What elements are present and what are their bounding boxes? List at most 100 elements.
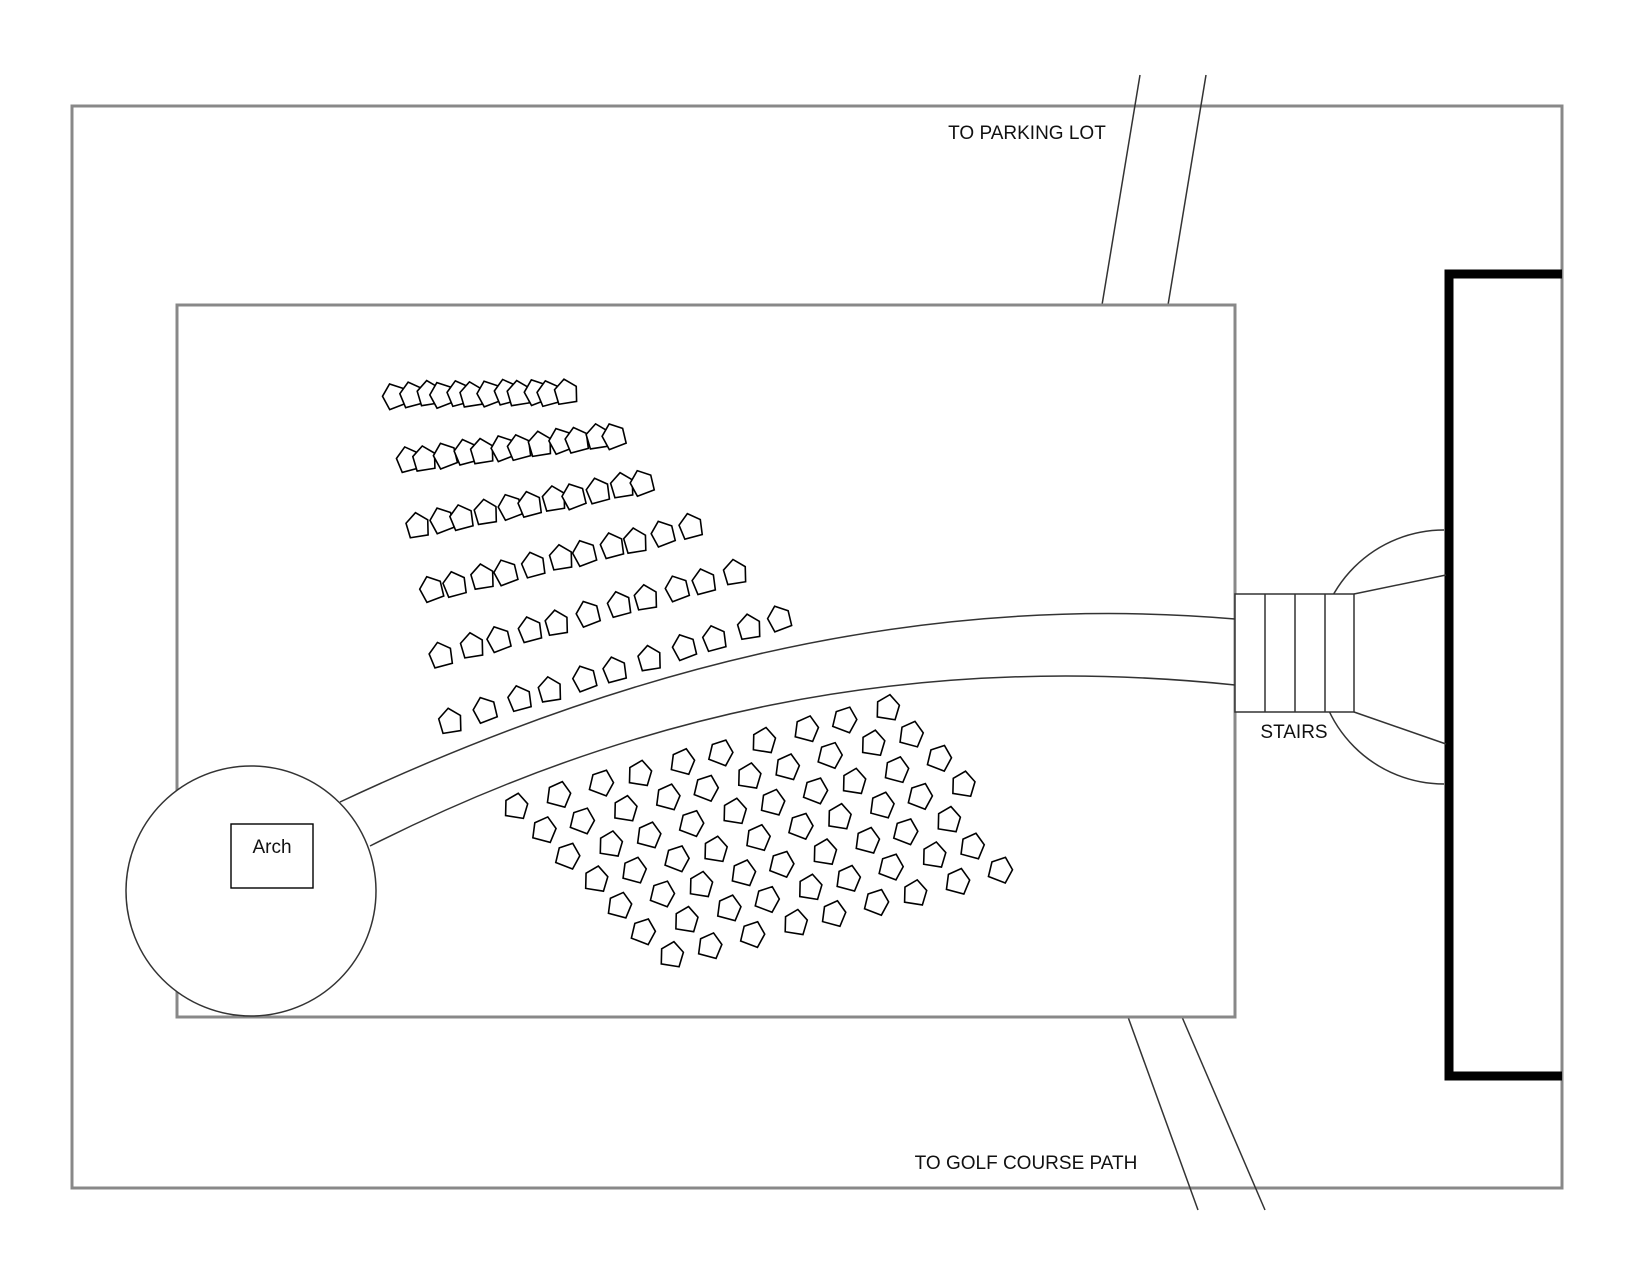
chair-icon xyxy=(606,590,632,619)
chair-icon xyxy=(622,856,648,884)
chair-icon xyxy=(553,378,578,406)
chair-icon xyxy=(878,853,905,881)
arch-circle xyxy=(125,765,377,1017)
aisle-lower-edge xyxy=(369,675,1236,847)
parking-path-left-edge xyxy=(1101,74,1141,306)
chair-icon xyxy=(678,512,704,541)
chair-icon xyxy=(655,783,681,811)
property-boundary xyxy=(70,104,1564,1190)
chair-icon xyxy=(442,570,468,599)
chair-icon xyxy=(788,812,814,841)
chair-icon xyxy=(571,665,598,693)
chair-icon xyxy=(960,832,986,860)
chair-icon xyxy=(561,483,587,511)
chair-icon xyxy=(731,859,757,887)
chair-icon xyxy=(448,503,474,532)
chair-icon xyxy=(571,539,598,568)
chair-icon xyxy=(691,568,717,596)
chair-icon xyxy=(670,747,696,776)
chair-icon xyxy=(486,625,512,654)
chair-icon xyxy=(802,777,829,805)
chair-icon xyxy=(628,759,653,787)
chair-icon xyxy=(629,469,656,498)
chair-icon xyxy=(746,823,772,852)
chair-icon xyxy=(411,444,436,472)
parking-path-right-edge xyxy=(1167,74,1207,306)
chair-icon xyxy=(754,885,781,914)
chair-icon xyxy=(884,755,910,784)
golf-path-left-edge xyxy=(1127,1016,1199,1211)
chair-icon xyxy=(736,613,761,641)
chair-icon xyxy=(855,826,881,855)
chair-icon xyxy=(775,753,801,781)
chair-icon xyxy=(842,767,867,795)
chair-icon xyxy=(937,805,962,833)
chair-icon xyxy=(813,838,838,866)
chair-icon xyxy=(863,888,890,917)
chair-icon xyxy=(701,624,727,653)
chair-icon xyxy=(836,864,862,893)
chair-icon xyxy=(622,527,647,555)
chair-icon xyxy=(737,761,762,789)
chair-icon xyxy=(459,631,484,659)
chair-icon xyxy=(678,809,705,838)
chair-icon xyxy=(569,807,596,835)
chair-icon xyxy=(907,782,934,811)
chair-icon xyxy=(892,817,919,846)
chair-icon xyxy=(821,899,847,928)
building-wall xyxy=(1444,269,1562,1081)
chair-icon xyxy=(630,917,657,946)
golf-path-right-edge xyxy=(1181,1016,1266,1211)
chair-icon xyxy=(784,908,809,936)
chair-icon xyxy=(650,520,677,548)
chair-icon xyxy=(546,780,572,809)
chair-icon xyxy=(469,437,494,465)
chair-icon xyxy=(707,739,734,767)
patio-wedge-top xyxy=(1353,574,1447,595)
chair-icon xyxy=(520,551,546,579)
chair-icon xyxy=(760,788,786,816)
chair-icon xyxy=(607,891,633,919)
stairs-label: STAIRS xyxy=(1260,722,1327,743)
chair-icon xyxy=(723,797,748,825)
chair-icon xyxy=(504,792,529,820)
chair-icon xyxy=(588,769,615,797)
chair-icon xyxy=(861,729,886,757)
chair-icon xyxy=(531,815,557,844)
seating-section-right xyxy=(504,693,1014,968)
chair-icon xyxy=(903,878,928,906)
chair-icon xyxy=(922,840,947,868)
chair-icon xyxy=(704,835,729,863)
chair-icon xyxy=(470,563,494,591)
chair-icon xyxy=(952,770,976,798)
chair-icon xyxy=(418,575,445,604)
stairs xyxy=(1234,593,1355,713)
chair-icon xyxy=(527,430,552,458)
chair-icon xyxy=(768,850,795,879)
chair-icon xyxy=(664,575,691,603)
chair-icon xyxy=(601,422,628,451)
chair-icon xyxy=(739,920,766,949)
chair-icon xyxy=(602,656,628,684)
chair-icon xyxy=(492,559,519,587)
chair-icon xyxy=(472,696,499,725)
chair-icon xyxy=(831,706,858,734)
chair-icon xyxy=(473,498,498,526)
chair-icon xyxy=(584,865,609,893)
chair-icon xyxy=(671,633,698,662)
chair-icon xyxy=(987,856,1014,884)
chair-icon xyxy=(722,558,747,586)
chair-icon xyxy=(752,726,777,754)
chair-icon xyxy=(689,870,714,898)
chair-icon xyxy=(794,714,820,743)
chair-icon xyxy=(437,707,462,735)
chair-icon xyxy=(548,543,573,571)
chair-icon xyxy=(766,605,793,633)
chair-icon xyxy=(716,894,742,922)
chair-icon xyxy=(664,844,691,873)
arch xyxy=(230,823,314,889)
patio-wedge-bottom xyxy=(1353,711,1447,745)
chair-icon xyxy=(926,744,953,773)
chair-icon xyxy=(575,600,602,629)
